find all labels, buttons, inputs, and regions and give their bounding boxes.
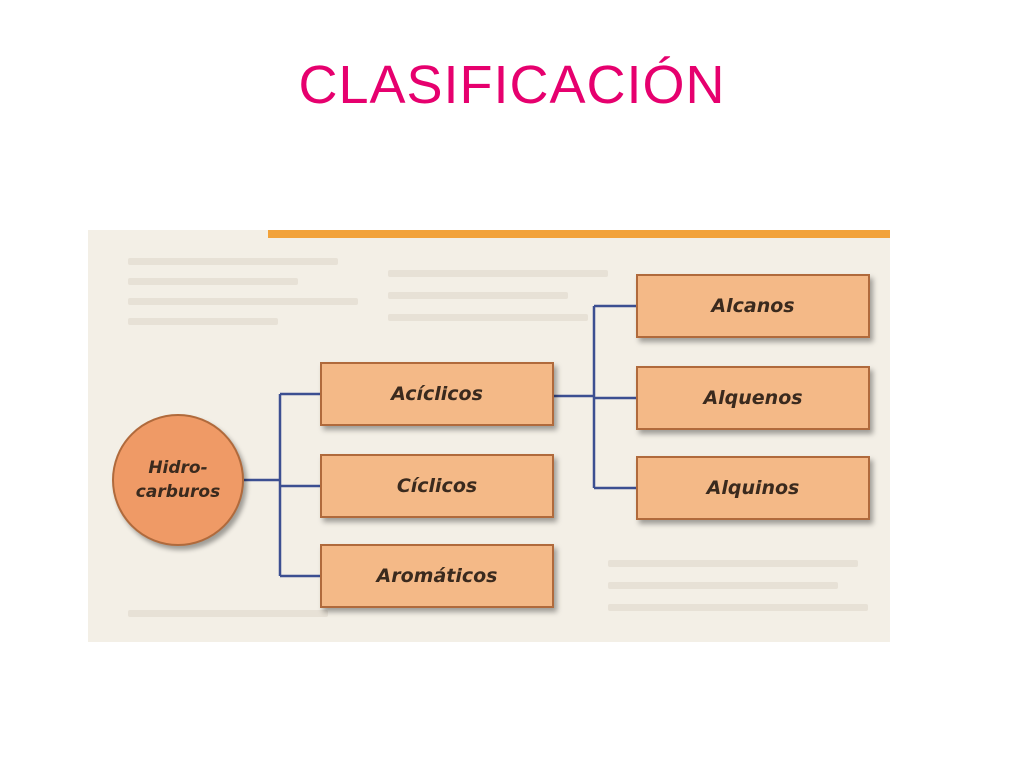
background-texture (388, 270, 608, 277)
page-title: CLASIFICACIÓN (298, 55, 726, 115)
background-texture (608, 582, 838, 589)
node-alcanos: Alcanos (636, 274, 870, 338)
connector-lines (244, 304, 636, 578)
background-texture (388, 314, 588, 321)
background-texture (128, 610, 328, 617)
node-label: Aromáticos (376, 565, 498, 587)
background-texture (608, 560, 858, 567)
node-aromaticos: Aromáticos (320, 544, 554, 608)
node-label: Alcanos (711, 295, 795, 317)
node-label: Alquenos (703, 387, 803, 409)
background-texture (128, 298, 358, 305)
node-ciclicos: Cíclicos (320, 454, 554, 518)
node-label: Alquinos (706, 477, 800, 499)
node-aciclicos: Acíclicos (320, 362, 554, 426)
node-label: Hidro- carburos (135, 458, 221, 502)
node-label: Acíclicos (391, 383, 483, 405)
node-hidrocarburos: Hidro- carburos (112, 414, 244, 546)
background-texture (128, 278, 298, 285)
background-texture (128, 318, 278, 325)
background-texture (128, 258, 338, 265)
classification-diagram: Hidro- carburos Acíclicos Cíclicos Aromá… (88, 230, 890, 642)
node-alquenos: Alquenos (636, 366, 870, 430)
top-accent-strip (268, 230, 890, 238)
node-label: Cíclicos (396, 475, 478, 497)
background-texture (388, 292, 568, 299)
node-alquinos: Alquinos (636, 456, 870, 520)
background-texture (608, 604, 868, 611)
